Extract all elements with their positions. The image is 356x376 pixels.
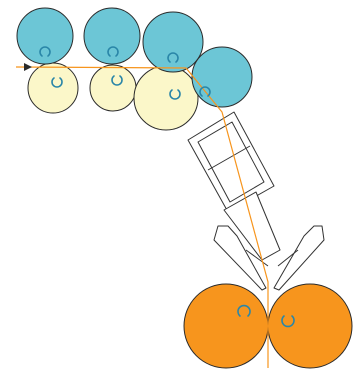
rotation-arrow-icon — [281, 315, 295, 328]
rotation-arrow-icon — [169, 89, 181, 100]
lower-roller-1 — [27, 62, 79, 114]
rotation-arrow-icon — [237, 304, 251, 317]
funnel-guide-line — [245, 249, 269, 267]
upper-roller-1 — [16, 7, 74, 65]
rotation-arrow-icon — [51, 77, 63, 88]
upper-roller-2 — [83, 7, 141, 65]
rotation-arrow-icon — [111, 75, 123, 86]
delivery-roller-right — [267, 283, 353, 369]
funnel-left-part — [213, 225, 267, 291]
upper-roller-3 — [142, 11, 204, 73]
feed-direction-arrowhead — [24, 63, 32, 71]
funnel-guide-line — [277, 249, 299, 267]
rotation-arrows — [39, 46, 295, 328]
lower-roller-2 — [89, 64, 137, 112]
drafting-head-inner — [197, 121, 265, 203]
drafting-head-divider — [207, 145, 251, 171]
rotation-arrow-icon — [199, 86, 211, 97]
rotation-arrow-icon — [167, 52, 179, 63]
drafting-head — [187, 111, 281, 261]
funnel-right-part — [273, 225, 325, 291]
condenser-funnel — [213, 225, 325, 291]
upper-roller-4 — [191, 46, 253, 108]
rotation-arrow-icon — [107, 46, 119, 57]
lower-roller-3 — [133, 65, 199, 131]
fibre-strand — [15, 66, 269, 368]
rotation-arrow-icon — [39, 46, 51, 57]
delivery-roller-left — [183, 283, 269, 369]
